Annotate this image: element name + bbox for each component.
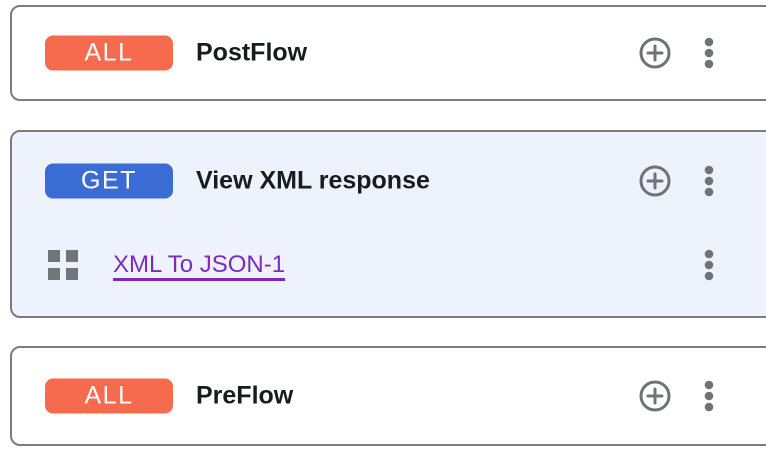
drag-handle-icon[interactable] [48, 250, 78, 280]
flow-title: PreFlow [196, 381, 294, 410]
add-policy-button[interactable] [638, 164, 672, 198]
flow-title: PostFlow [196, 38, 308, 67]
add-policy-button[interactable] [638, 36, 672, 70]
plus-circle-icon [638, 379, 672, 413]
flow-card-preflow[interactable]: ALL PreFlow [10, 346, 766, 446]
policy-row: XML To JSON-1 [12, 230, 766, 300]
plus-circle-icon [638, 164, 672, 198]
flow-title: View XML response [196, 166, 430, 195]
flow-header: GET View XML response [12, 132, 766, 230]
policy-link[interactable]: XML To JSON-1 [113, 251, 286, 278]
flow-menu-button[interactable] [695, 378, 723, 414]
flow-card-postflow[interactable]: ALL PostFlow [10, 5, 766, 101]
method-badge: ALL [45, 378, 173, 414]
kebab-menu-icon [695, 247, 723, 283]
plus-circle-icon [638, 36, 672, 70]
method-badge: GET [45, 163, 173, 199]
kebab-menu-icon [695, 35, 723, 71]
flow-menu-button[interactable] [695, 163, 723, 199]
kebab-menu-icon [695, 163, 723, 199]
flow-menu-button[interactable] [695, 35, 723, 71]
add-policy-button[interactable] [638, 379, 672, 413]
flow-header: ALL PreFlow [12, 348, 766, 444]
method-badge: ALL [45, 35, 173, 71]
flow-card-view-xml-response[interactable]: GET View XML response [10, 130, 766, 318]
flow-header: ALL PostFlow [12, 7, 766, 99]
kebab-menu-icon [695, 378, 723, 414]
policy-menu-button[interactable] [695, 247, 723, 283]
